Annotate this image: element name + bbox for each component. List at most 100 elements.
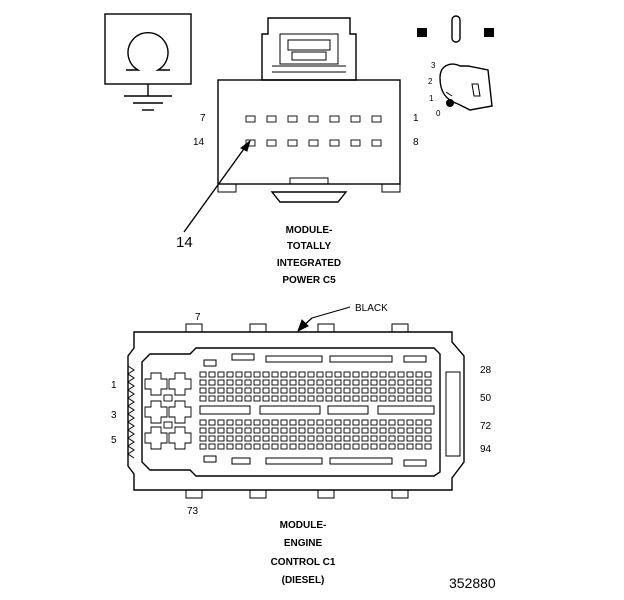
c5-caption-line-2: TOTALLY (287, 241, 332, 252)
c1-pin-cavity (406, 371, 414, 378)
c1-pin-cavity (217, 435, 225, 442)
c1-pin-cavity (397, 371, 405, 378)
c1-pin-cavity (289, 379, 297, 386)
c1-pin-cavity (325, 427, 333, 434)
c1-power-terminal (168, 372, 192, 396)
c1-pin-cavity (424, 395, 432, 402)
c1-pin-cavity (271, 435, 279, 442)
c1-pin-cavity (262, 387, 270, 394)
c1-pin-cavity (361, 387, 369, 394)
c5-pin-cavity (287, 139, 298, 147)
c5-pin-cavity (245, 115, 256, 123)
c1-pin-cavity (307, 379, 315, 386)
c1-pin-cavity (262, 419, 270, 426)
c1-pin-cavity (397, 395, 405, 402)
c1-caption-line-3: CONTROL C1 (271, 557, 336, 568)
c1-pin-cavity (253, 419, 261, 426)
c1-pin-cavity (361, 379, 369, 386)
c1-pin-cavity (280, 435, 288, 442)
c1-pin-cavity (370, 387, 378, 394)
key-position-2: 2 (428, 77, 433, 86)
c1-pin-cavity (307, 419, 315, 426)
c1-pin-cavity (361, 435, 369, 442)
c1-pin-cavity (334, 419, 342, 426)
c1-pin-cavity (352, 419, 360, 426)
c1-pin-cavity (280, 395, 288, 402)
c1-pin-cavity (289, 435, 297, 442)
c1-pin-cavity (415, 435, 423, 442)
c1-pin-cavity (316, 379, 324, 386)
c1-pin-cavity (217, 427, 225, 434)
c1-pin-cavity (397, 419, 405, 426)
c1-pin-cavity (334, 427, 342, 434)
c1-pin-cavity (397, 427, 405, 434)
c1-pin-cavity (289, 427, 297, 434)
c1-pin-cavity (406, 435, 414, 442)
c1-power-terminal (144, 426, 168, 450)
c1-pin-cavity (397, 443, 405, 450)
key-position-0: 0 (436, 109, 441, 118)
c1-pin-cavity (244, 387, 252, 394)
c1-pin-cavity (208, 379, 216, 386)
c1-pin-cavity (307, 443, 315, 450)
c1-pin-cavity (316, 395, 324, 402)
c1-pin-cavity (343, 427, 351, 434)
omega-ground-icon (104, 13, 192, 111)
c1-pin-cavity (388, 387, 396, 394)
c1-pin-label-left-1: 1 (111, 380, 117, 391)
c1-pin-cavity (235, 443, 243, 450)
c1-pin-cavity (415, 371, 423, 378)
c1-pin-cavity (226, 419, 234, 426)
c1-pin-cavity (280, 379, 288, 386)
c1-pin-cavity (235, 379, 243, 386)
c1-pin-cavity (271, 371, 279, 378)
c5-pin-cavity (266, 115, 277, 123)
c1-pin-cavity (343, 443, 351, 450)
c1-pin-cavity (217, 419, 225, 426)
c1-pin-cavity (316, 371, 324, 378)
c1-pin-cavity (271, 443, 279, 450)
c1-pin-cavity (361, 443, 369, 450)
c1-pin-cavity (208, 419, 216, 426)
black-label-arrow (297, 306, 351, 333)
c1-pin-cavity (217, 395, 225, 402)
c1-pin-cavity (334, 443, 342, 450)
c5-pin-label-top-left: 7 (200, 113, 206, 124)
c1-pin-cavity (199, 427, 207, 434)
c1-pin-label-left-5: 5 (111, 435, 117, 446)
c1-pin-cavity (244, 419, 252, 426)
c1-pin-cavity (235, 435, 243, 442)
c1-pin-cavity (226, 435, 234, 442)
c1-pin-cavity (415, 395, 423, 402)
c1-pin-cavity (298, 379, 306, 386)
c1-pin-cavity (298, 435, 306, 442)
c1-pin-cavity (361, 419, 369, 426)
c1-pin-cavity (307, 371, 315, 378)
c1-pin-cavity (397, 435, 405, 442)
c1-pin-cavity (280, 387, 288, 394)
c5-caption-line-4: POWER C5 (282, 275, 336, 286)
c1-pin-cavity (415, 419, 423, 426)
c1-pin-cavity (379, 443, 387, 450)
c1-pin-cavity (262, 395, 270, 402)
c1-power-terminal (144, 400, 168, 424)
c1-pin-cavity (280, 443, 288, 450)
c1-pin-cavity (316, 427, 324, 434)
c1-pin-cavity (325, 435, 333, 442)
c1-pin-cavity (379, 435, 387, 442)
c1-pin-cavity (244, 427, 252, 434)
c1-pin-cavity (271, 379, 279, 386)
c1-pin-cavity (244, 443, 252, 450)
c1-pin-cavity (226, 387, 234, 394)
c1-pin-cavity (244, 435, 252, 442)
c1-pin-cavity (271, 419, 279, 426)
c1-pin-cavity (343, 379, 351, 386)
c1-pin-cavity (406, 395, 414, 402)
c1-pin-cavity (271, 427, 279, 434)
c1-pin-cavity (253, 379, 261, 386)
c1-pin-cavity (217, 371, 225, 378)
c1-power-terminals (144, 372, 192, 450)
c5-pin-label-bottom-right: 8 (413, 137, 419, 148)
c1-pin-cavity (307, 395, 315, 402)
